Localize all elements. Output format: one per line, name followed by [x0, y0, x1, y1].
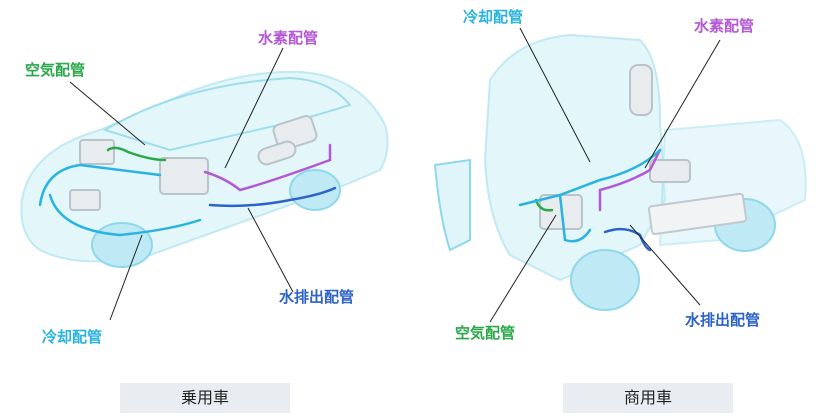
- commercial-coolant-pipe: [518, 148, 662, 243]
- passenger-label-hydrogen: 水素配管: [258, 31, 318, 46]
- passenger-label-air-text: 空気配管: [25, 61, 86, 79]
- commercial-water-pipe: [603, 227, 652, 252]
- passenger-coolant-pipe: [38, 163, 202, 237]
- commercial-leader-lines: [489, 27, 721, 323]
- passenger-label-coolant-text: 冷却配管: [42, 328, 103, 346]
- passenger-caption: 乗用車: [120, 383, 290, 413]
- passenger-label-air: 空気配管: [25, 63, 85, 78]
- passenger-label-water-exhaust: 水排出配管: [279, 290, 354, 305]
- commercial-label-hydrogen-text: 水素配管: [694, 17, 755, 35]
- commercial-caption: 商用車: [563, 383, 733, 413]
- passenger-air-pipe: [106, 146, 167, 162]
- commercial-hydrogen-pipe: [598, 148, 662, 212]
- commercial-pipes: [518, 148, 662, 252]
- commercial-label-coolant: 冷却配管: [463, 10, 523, 25]
- passenger-hydrogen-pipe: [203, 143, 332, 192]
- passenger-pipes: [38, 143, 337, 237]
- passenger-label-coolant: 冷却配管: [42, 330, 102, 345]
- commercial-label-air-text: 空気配管: [455, 324, 516, 342]
- passenger-leader-lines: [69, 47, 294, 321]
- passenger-label-water-exhaust-text: 水排出配管: [279, 288, 355, 306]
- commercial-label-water-exhaust: 水排出配管: [685, 313, 760, 328]
- passenger-water-pipe: [208, 186, 337, 208]
- commercial-label-air: 空気配管: [455, 326, 515, 341]
- commercial-truck-body: [433, 33, 807, 311]
- passenger-label-hydrogen-text: 水素配管: [258, 29, 319, 47]
- commercial-label-coolant-text: 冷却配管: [463, 8, 524, 26]
- commercial-label-hydrogen: 水素配管: [694, 19, 754, 34]
- passenger-car-body: [20, 70, 389, 268]
- commercial-label-water-exhaust-text: 水排出配管: [685, 311, 761, 329]
